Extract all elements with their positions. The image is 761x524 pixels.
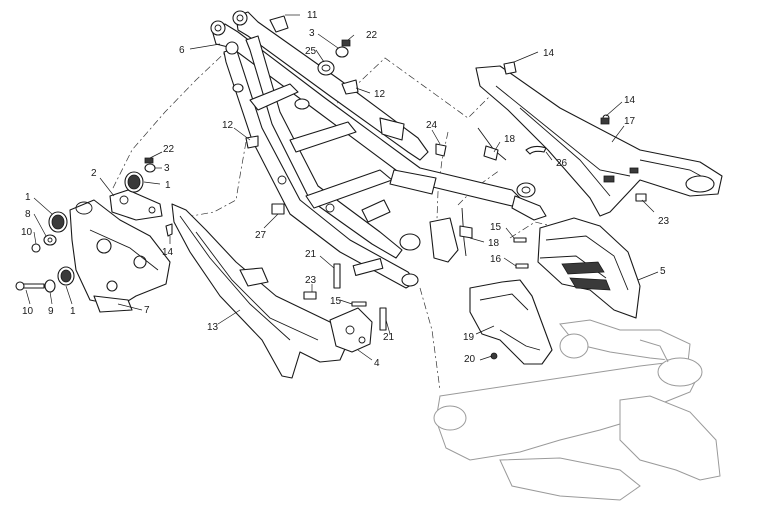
callout-5: 5 [660,266,666,277]
callout-1: 1 [165,180,171,191]
callout-25: 25 [305,46,317,57]
callout-26: 26 [556,158,568,169]
motorcycle-frame-background [433,319,721,501]
bracket-4-part [329,307,373,353]
callout-14: 14 [543,48,555,59]
callout-22: 22 [366,30,378,41]
callout-14: 14 [624,95,636,106]
callout-12: 12 [374,89,386,100]
callout-24: 24 [426,120,438,131]
side-cover-left-part [171,203,349,379]
callout-2: 2 [91,168,97,179]
callout-6: 6 [179,45,185,56]
callout-16: 16 [490,254,502,265]
callout-23: 23 [305,275,317,286]
callout-15: 15 [330,296,342,307]
cable-ties-part [459,127,547,257]
callout-21: 21 [305,249,317,260]
callout-22: 22 [163,144,175,155]
callout-7: 7 [144,305,150,316]
callout-15: 15 [490,222,502,233]
callout-14: 14 [162,247,174,258]
callout-9: 9 [48,306,54,317]
mudguard-part [469,279,553,365]
leader-lines [25,14,659,361]
callout-1: 1 [70,306,76,317]
callout-13: 13 [207,322,219,333]
left-bracket-part [69,189,171,313]
callout-11: 11 [307,10,318,21]
callout-1: 1 [25,192,31,203]
callout-10: 10 [22,306,34,317]
electronics-tray-part [537,217,641,319]
callout-12: 12 [222,120,234,131]
callout-8: 8 [25,209,31,220]
callout-23: 23 [658,216,670,227]
callout-21: 21 [383,332,395,343]
callout-3: 3 [309,28,315,39]
callout-17: 17 [624,116,636,127]
callout-10: 10 [21,227,33,238]
callout-20: 20 [464,354,476,365]
rear-frame-part [210,10,547,289]
callout-labels: 11 6 3 22 25 12 14 14 17 12 24 18 26 23 … [21,10,670,369]
callout-27: 27 [255,230,267,241]
callout-18: 18 [488,238,500,249]
fasteners-part [15,15,647,360]
callout-19: 19 [463,332,475,343]
callout-18: 18 [504,134,516,145]
callout-3: 3 [164,163,170,174]
callout-4: 4 [374,358,380,369]
